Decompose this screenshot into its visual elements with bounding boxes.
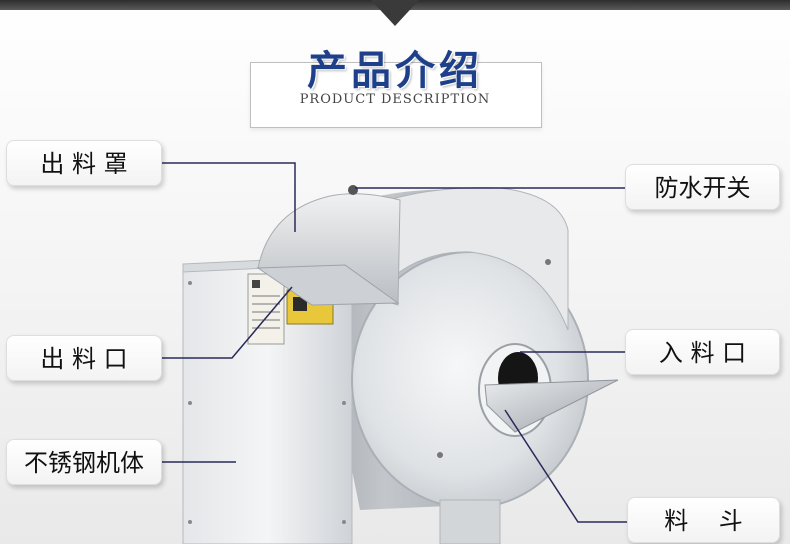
title-box (250, 62, 542, 128)
section-title: 产品介绍 PRODUCT DESCRIPTION (250, 38, 542, 128)
title-chinese: 产品介绍 (307, 48, 483, 94)
label-stainless-body: 不锈钢机体 (6, 439, 162, 485)
leader-discharge-cover (162, 162, 296, 232)
title-english: PRODUCT DESCRIPTION (299, 92, 491, 107)
hopper-chute (484, 379, 619, 433)
label-discharge-port: 出 料 口 (6, 335, 162, 381)
label-hopper: 料 斗 (627, 497, 780, 543)
label-discharge-cover: 出 料 罩 (6, 140, 162, 186)
leader-discharge-port (162, 286, 293, 359)
top-notch (371, 0, 419, 26)
label-waterproof-switch: 防水开关 (625, 164, 780, 210)
label-inlet: 入 料 口 (625, 329, 780, 375)
leader-hopper (504, 409, 627, 523)
discharge-chute-lip (256, 264, 400, 306)
discharge-hood (257, 193, 401, 306)
